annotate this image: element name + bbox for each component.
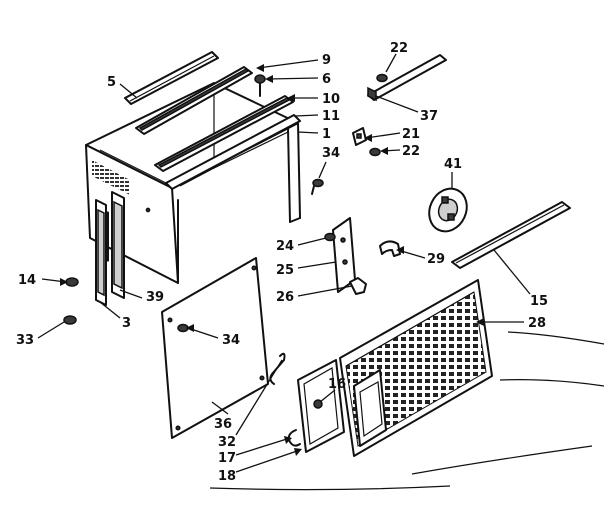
callout-22-top: 22 [390, 41, 408, 56]
callout-34-upper: 34 [322, 146, 340, 161]
callout-6: 6 [322, 72, 331, 87]
callout-33: 33 [16, 333, 34, 348]
screw-22-lower [369, 147, 381, 157]
top-rail-10 [154, 95, 294, 172]
spring-17 [287, 429, 301, 447]
leader-lines [37, 53, 531, 473]
callout-9: 9 [322, 53, 331, 68]
callout-39: 39 [146, 290, 164, 305]
screw-6 [254, 74, 266, 97]
callout-25: 25 [276, 263, 294, 278]
hook-32 [269, 352, 286, 385]
callout-18: 18 [218, 469, 236, 484]
callout-17: 17 [218, 451, 236, 466]
screw-33 [63, 315, 77, 325]
callout-28: 28 [528, 316, 546, 331]
callout-15: 15 [530, 294, 548, 309]
panel-36 [161, 257, 269, 439]
screw-34-upper [311, 178, 324, 195]
callout-36: 36 [214, 417, 232, 432]
clip-29 [379, 240, 401, 257]
screw-22-top [376, 73, 388, 83]
callout-11: 11 [322, 109, 340, 124]
top-rail-11 [165, 114, 301, 190]
filter-door [297, 359, 345, 453]
cabinet [85, 82, 301, 284]
callout-29: 29 [427, 252, 445, 267]
callout-24: 24 [276, 239, 294, 254]
top-rail-9 [135, 66, 253, 135]
callout-1: 1 [322, 127, 331, 142]
callout-14: 14 [18, 273, 36, 288]
callout-22-lower: 22 [402, 144, 420, 159]
callout-41: 41 [444, 157, 462, 172]
strip-15 [451, 201, 571, 269]
side-slide-39 [111, 191, 125, 299]
callout-5: 5 [107, 75, 116, 90]
top-rail-5 [124, 51, 219, 105]
bracket-21 [352, 127, 367, 146]
rail-37 [367, 54, 447, 102]
callout-32: 32 [218, 435, 236, 450]
callout-16: 16 [328, 377, 346, 392]
callout-3: 3 [122, 316, 131, 331]
callout-10: 10 [322, 92, 340, 107]
side-slide-3 [95, 199, 107, 306]
callout-34-panel: 34 [222, 333, 240, 348]
callout-26: 26 [276, 290, 294, 305]
screw-24 [324, 232, 336, 242]
knob-41 [428, 187, 468, 233]
clip-26 [349, 277, 367, 295]
callout-37: 37 [420, 109, 438, 124]
front-grille-28 [339, 279, 493, 457]
callout-21: 21 [402, 127, 420, 142]
